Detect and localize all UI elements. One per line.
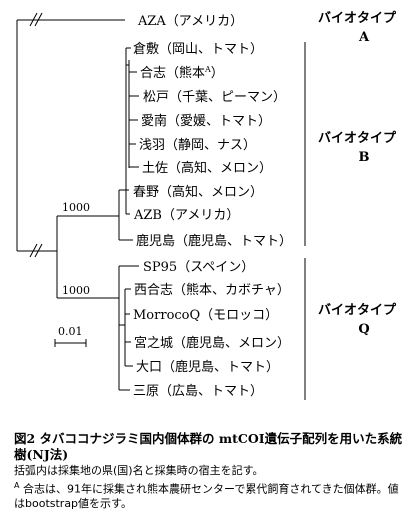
tree-branches bbox=[16, 12, 306, 400]
leaf-tosa: 土佐（高知、メロン） bbox=[142, 160, 272, 176]
caption-title: 図2 タバココナジラミ国内個体群の mtCOI遺伝子配列を用いた系統樹(NJ法) bbox=[14, 431, 403, 462]
phylogenetic-tree: AZA（アメリカ） 倉敷（岡山、トマト） 合志（熊本A） 松戸（千葉、ピーマン）… bbox=[16, 11, 397, 400]
biotype-b-label: バイオタイプ bbox=[318, 131, 397, 146]
leaf-miyanojo: 宮之城（鹿児島、メロン） bbox=[134, 335, 290, 351]
leaf-asaba: 浅羽（静岡、ナス） bbox=[139, 138, 256, 153]
break-mark-bottom-1 bbox=[29, 243, 38, 258]
leaf-mihara: 三原（広島、トマト） bbox=[133, 384, 263, 399]
leaf-aza: AZA（アメリカ） bbox=[137, 14, 243, 29]
bootstrap-b: 1000 bbox=[62, 201, 90, 214]
break-mark-top-2 bbox=[34, 12, 43, 27]
leaf-azb: AZB（アメリカ） bbox=[133, 208, 239, 223]
caption-note-2-sup: A bbox=[14, 481, 20, 490]
break-mark-bottom-2 bbox=[34, 243, 43, 258]
biotype-q-label: バイオタイプ bbox=[318, 303, 397, 318]
leaf-koshi-sup: A bbox=[204, 65, 211, 74]
leaf-koshi-main: 合志（熊本 bbox=[140, 65, 205, 81]
leaf-ainan: 愛南（愛媛、トマト） bbox=[141, 113, 271, 129]
leaf-kagoshima: 鹿児島（鹿児島、トマト） bbox=[136, 233, 292, 249]
scale-bar-label: 0.01 bbox=[58, 325, 83, 338]
leaf-sp95: SP95（スペイン） bbox=[143, 260, 254, 275]
biotype-b-letter: B bbox=[359, 150, 370, 165]
caption-note-1: 括弧内は採集地の県(国)名と採集時の宿主を記す。 bbox=[14, 464, 264, 477]
leaf-morroco: MorrocoQ（モロッコ） bbox=[133, 308, 278, 323]
caption-note-2-text: 合志は、91年に採集され熊本農研センターで累代飼育されてきた個体群。値はboot… bbox=[14, 482, 399, 510]
leaf-okuchi: 大口（鹿児島、トマト） bbox=[136, 359, 279, 375]
leaf-nishigoshi: 西合志（熊本、カボチャ） bbox=[134, 282, 290, 298]
figure-caption: 図2 タバココナジラミ国内個体群の mtCOI遺伝子配列を用いた系統樹(NJ法)… bbox=[14, 431, 409, 511]
leaf-matsudo: 松戸（千葉、ピーマン） bbox=[143, 90, 286, 105]
biotype-a-label: バイオタイプ bbox=[318, 11, 397, 26]
leaf-kurashiki: 倉敷（岡山、トマト） bbox=[133, 42, 263, 57]
leaf-koshi: 合志（熊本A） bbox=[140, 65, 224, 81]
caption-note-2: A 合志は、91年に採集され熊本農研センターで累代飼育されてきた個体群。値はbo… bbox=[14, 479, 409, 511]
break-mark-top-1 bbox=[29, 12, 38, 27]
bootstrap-q: 1000 bbox=[62, 284, 90, 297]
biotype-a-letter: A bbox=[358, 30, 370, 45]
biotype-q-letter: Q bbox=[358, 322, 369, 337]
leaf-haruno: 春野（高知、メロン） bbox=[133, 184, 263, 200]
leaf-koshi-close: ） bbox=[211, 66, 224, 81]
